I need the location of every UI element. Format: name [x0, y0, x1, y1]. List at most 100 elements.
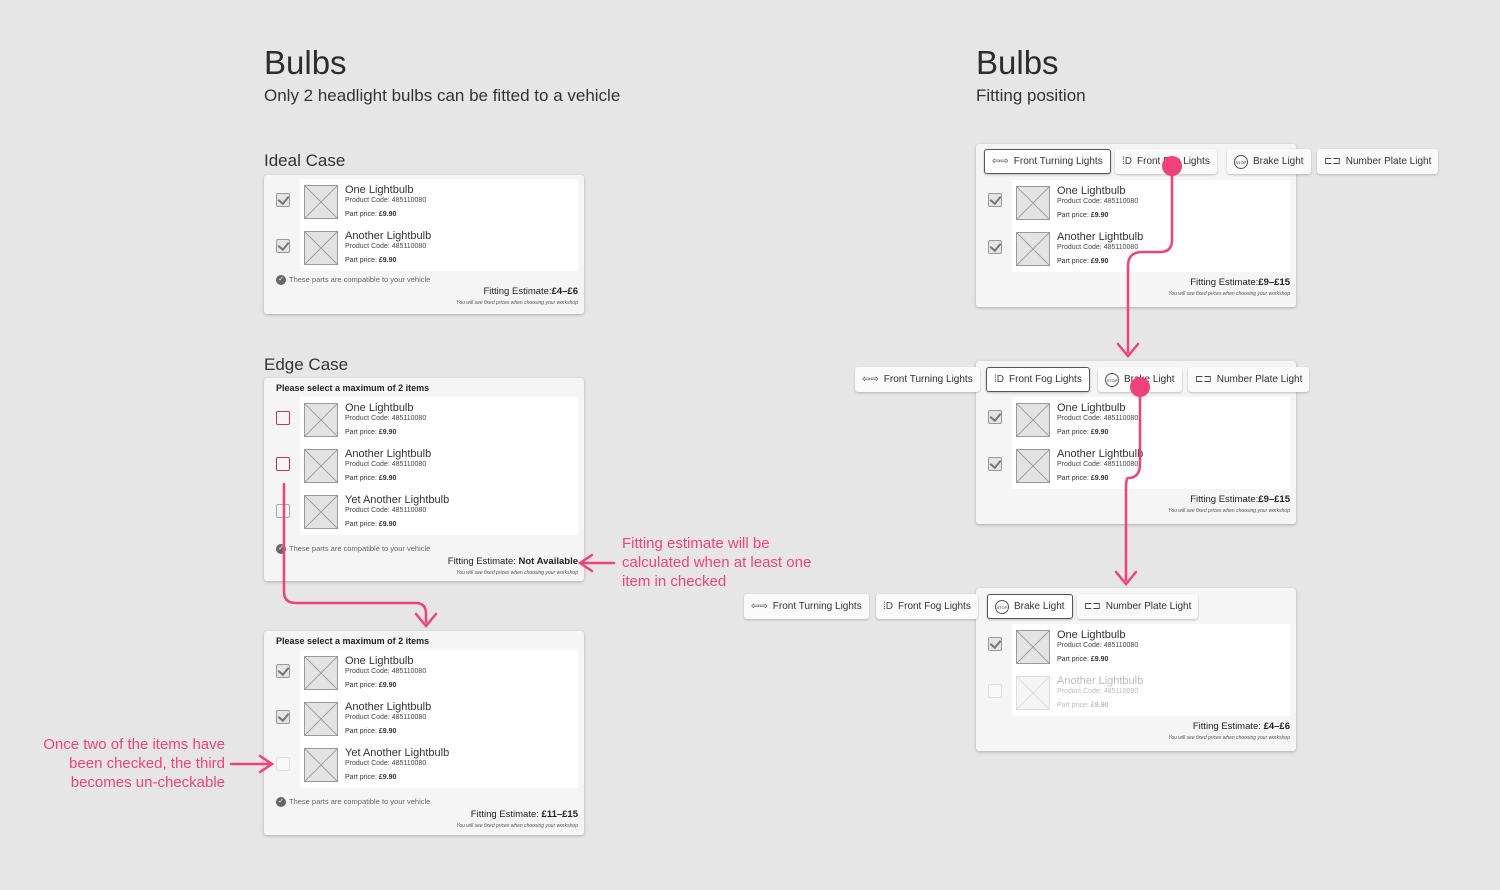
tab-front-turning-lights[interactable]: ⇦⇨Front Turning Lights — [984, 149, 1111, 174]
checkbox[interactable] — [988, 410, 1002, 424]
edge-case-heading: Edge Case — [264, 355, 349, 374]
stop-icon: STOP — [1234, 154, 1248, 169]
image-placeholder-icon — [304, 231, 338, 265]
item-price: Part price: £9.90 — [345, 211, 397, 218]
flow-arrow — [1124, 385, 1142, 582]
checkbox[interactable] — [988, 240, 1002, 254]
item-list: One Lightbulb Product Code: 485110080 Pa… — [1012, 397, 1290, 489]
fog-light-icon: ⁞D — [1122, 156, 1132, 167]
left-subtitle: Only 2 headlight bulbs can be fitted to … — [264, 86, 621, 105]
tab-number-plate-light[interactable]: ⊏⊐Number Plate Light — [1188, 367, 1310, 392]
item-code: Product Code: 485110080 — [1057, 461, 1139, 468]
item-name: Another Lightbulb — [1057, 675, 1144, 687]
fitting-estimate: Fitting Estimate: £4–£6 — [1192, 721, 1290, 732]
item-list: One Lightbulb Product Code: 485110080 Pa… — [1012, 180, 1290, 272]
item-code: Product Code: 485110080 — [1057, 415, 1139, 422]
tab-number-plate-light[interactable]: ⊏⊐Number Plate Light — [1317, 149, 1439, 174]
image-placeholder-icon — [1016, 449, 1050, 483]
arrow-head — [1114, 570, 1138, 586]
checkbox[interactable] — [276, 457, 290, 471]
flow-start-dot — [1130, 377, 1150, 397]
item-price: Part price: £9.90 — [345, 682, 397, 689]
item-price: Part price: £9.90 — [1057, 429, 1109, 436]
checkbox[interactable] — [276, 193, 290, 207]
right-subtitle: Fitting position — [976, 86, 1086, 105]
item-code: Product Code: 485110080 — [345, 760, 427, 767]
fitting-estimate: Fitting Estimate:£9–£15 — [1190, 494, 1290, 505]
number-plate-icon: ⊏⊐ — [1084, 601, 1101, 612]
item-list: One Lightbulb Product Code: 485110080 Pa… — [300, 397, 578, 535]
item-code: Product Code: 485110080 — [345, 415, 427, 422]
list-item: One Lightbulb Product Code: 485110080 Pa… — [300, 179, 578, 225]
item-price: Part price: £9.90 — [345, 521, 397, 528]
image-placeholder-icon — [304, 449, 338, 483]
compatibility-note: ✓These parts are compatible to your vehi… — [276, 544, 430, 555]
fitting-estimate: Fitting Estimate:£4–£6 — [483, 286, 578, 297]
image-placeholder-icon — [304, 748, 338, 782]
checkbox[interactable] — [988, 457, 1002, 471]
item-price: Part price: £9.90 — [345, 429, 397, 436]
tab-number-plate-light[interactable]: ⊏⊐Number Plate Light — [1077, 594, 1199, 619]
item-name: Another Lightbulb — [1057, 448, 1144, 460]
item-price: Part price: £9.90 — [345, 257, 397, 264]
list-item: One Lightbulb Product Code: 485110080 Pa… — [1012, 397, 1290, 443]
item-name: Another Lightbulb — [345, 230, 432, 242]
item-price: Part price: £9.90 — [345, 475, 397, 482]
tab-front-turning-lights[interactable]: ⇦⇨Front Turning Lights — [855, 367, 980, 392]
number-plate-icon: ⊏⊐ — [1195, 374, 1212, 385]
item-price: Part price: £9.90 — [1057, 702, 1109, 709]
item-name: One Lightbulb — [1057, 629, 1126, 641]
checkbox[interactable] — [276, 239, 290, 253]
checkbox[interactable] — [276, 664, 290, 678]
item-price: Part price: £9.90 — [345, 774, 397, 781]
item-name: Yet Another Lightbulb — [345, 747, 450, 759]
item-code: Product Code: 485110080 — [345, 507, 427, 514]
fog-light-icon: ⁞D — [883, 601, 893, 612]
check-circle-icon: ✓ — [276, 275, 286, 286]
item-name: One Lightbulb — [345, 402, 414, 414]
fixed-prices-note: You will see fixed prices when choosing … — [456, 300, 578, 306]
image-placeholder-icon — [304, 185, 338, 219]
list-item: Yet Another Lightbulb Product Code: 4851… — [300, 489, 578, 535]
list-item: Another Lightbulb Product Code: 48511008… — [300, 225, 578, 271]
fixed-prices-note: You will see fixed prices when choosing … — [456, 823, 578, 829]
item-name: One Lightbulb — [345, 184, 414, 196]
item-name: One Lightbulb — [1057, 185, 1126, 197]
item-name: Another Lightbulb — [345, 448, 432, 460]
flow-start-dot — [1162, 156, 1182, 176]
tab-front-turning-lights[interactable]: ⇦⇨Front Turning Lights — [744, 594, 869, 619]
image-placeholder-icon — [1016, 676, 1050, 710]
left-title: Bulbs — [264, 44, 347, 81]
list-item: Another Lightbulb Product Code: 48511008… — [300, 696, 578, 742]
arrow-head — [1116, 342, 1140, 358]
arrow-head — [414, 612, 438, 628]
checkbox[interactable] — [988, 193, 1002, 207]
turning-arrows-icon: ⇦⇨ — [992, 156, 1009, 167]
checkbox[interactable] — [276, 710, 290, 724]
item-name: One Lightbulb — [1057, 402, 1126, 414]
fixed-prices-note: You will see fixed prices when choosing … — [456, 570, 578, 576]
item-price: Part price: £9.90 — [1057, 475, 1109, 482]
stop-icon: STOP — [995, 599, 1009, 614]
right-title: Bulbs — [976, 44, 1059, 81]
image-placeholder-icon — [304, 656, 338, 690]
checkbox[interactable] — [988, 637, 1002, 651]
item-code: Product Code: 485110080 — [1057, 198, 1139, 205]
image-placeholder-icon — [304, 702, 338, 736]
item-list: One Lightbulb Product Code: 485110080 Pa… — [300, 650, 578, 788]
item-name: Yet Another Lightbulb — [345, 494, 450, 506]
flow-arrow — [1126, 164, 1174, 354]
check-circle-icon: ✓ — [276, 797, 286, 808]
uncheckable-annotation: Once two of the items have been checked,… — [43, 736, 225, 791]
check-circle-icon: ✓ — [276, 544, 286, 555]
item-name: Another Lightbulb — [1057, 231, 1144, 243]
checkbox[interactable] — [276, 411, 290, 425]
image-placeholder-icon — [1016, 186, 1050, 220]
item-code: Product Code: 485110080 — [345, 461, 427, 468]
list-item: One Lightbulb Product Code: 485110080 Pa… — [1012, 624, 1290, 670]
